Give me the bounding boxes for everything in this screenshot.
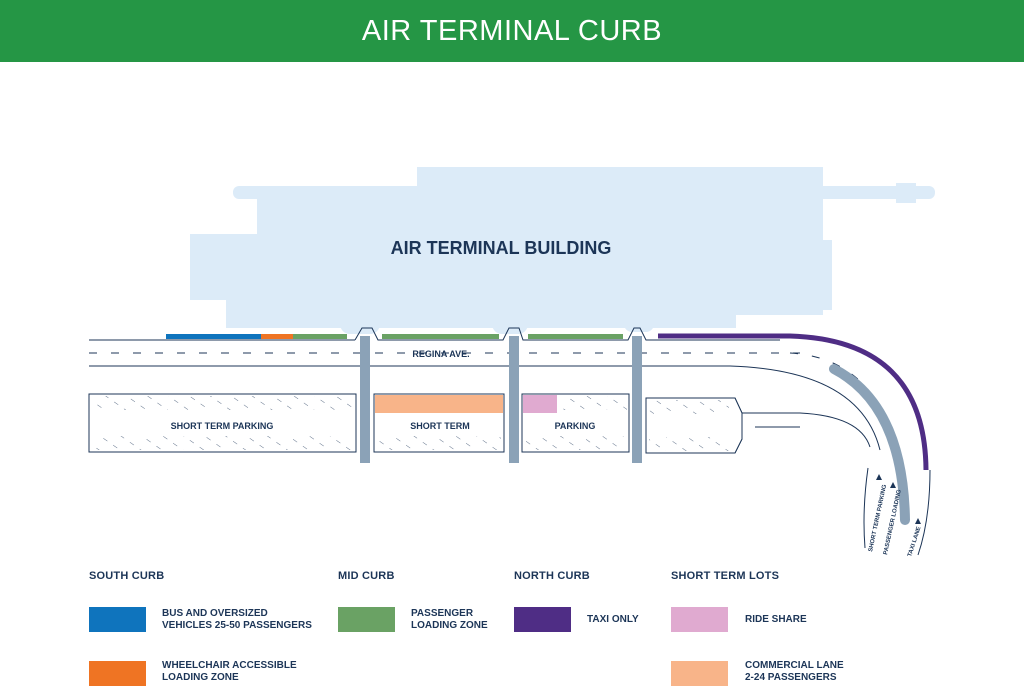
ramp-label-passenger-loading: PASSENGER LOADING <box>883 489 903 556</box>
lot-short-term-parking <box>88 393 357 453</box>
wheelchair-curb-zone <box>261 334 293 339</box>
swatch-commercial <box>671 661 728 686</box>
lot-north <box>645 397 743 454</box>
building-label: AIR TERMINAL BUILDING <box>391 238 612 258</box>
legend-item-taxi: TAXI ONLY <box>514 607 654 633</box>
passenger-curb-zone-1 <box>293 334 347 339</box>
walkway-1 <box>360 336 370 463</box>
swatch-passenger-loading <box>338 607 395 632</box>
passenger-curb-zone-3 <box>528 334 623 339</box>
swatch-bus <box>89 607 146 632</box>
legend-label-line: LOADING ZONE <box>162 672 239 683</box>
legend-item-ride-share: RIDE SHARE <box>671 607 851 633</box>
legend-item-bus: BUS AND OVERSIZED VEHICLES 25-50 PASSENG… <box>89 607 329 633</box>
walkway-ramp <box>829 364 910 525</box>
legend-label-line: 2-24 PASSENGERS <box>745 672 837 683</box>
ramp-arrow-icon <box>876 474 882 480</box>
ramp-arrow-icon <box>915 518 921 524</box>
legend-label-line: TAXI ONLY <box>587 614 639 625</box>
legend-label-line: COMMERCIAL LANE <box>745 660 844 671</box>
road-label: REGINA AVE. <box>412 349 469 359</box>
legend-heading: NORTH CURB <box>514 570 590 582</box>
legend-item-commercial: COMMERCIAL LANE 2-24 PASSENGERS <box>671 660 851 687</box>
ramp-arrow-icon <box>890 482 896 488</box>
legend-label-line: PASSENGER <box>411 608 474 619</box>
legend-item-wheelchair: WHEELCHAIR ACCESSIBLE LOADING ZONE <box>89 660 329 687</box>
bus-curb-zone <box>166 334 261 339</box>
swatch-taxi <box>514 607 571 632</box>
page-title: AIR TERMINAL CURB <box>361 14 663 47</box>
header-bar: AIR TERMINAL CURB <box>0 0 1024 62</box>
lot-parking <box>521 393 630 453</box>
legend-label-line: LOADING ZONE <box>411 620 488 631</box>
swatch-wheelchair <box>89 661 146 686</box>
lot-label-short-term-parking: SHORT TERM PARKING <box>171 421 274 431</box>
legend-heading: SOUTH CURB <box>89 570 165 582</box>
legend-label-line: VEHICLES 25-50 PASSENGERS <box>162 620 312 631</box>
swatch-ride-share <box>671 607 728 632</box>
lot-label-short-term: SHORT TERM <box>410 421 470 431</box>
legend-label-line: BUS AND OVERSIZED <box>162 608 268 619</box>
legend-heading: SHORT TERM LOTS <box>671 570 780 582</box>
lot-label-parking: PARKING <box>555 421 596 431</box>
taxi-curb-zone <box>658 333 929 471</box>
road-outlines <box>89 327 931 556</box>
ramp-label-taxi-lane: TAXI LANE <box>907 526 922 558</box>
legend-label-line: WHEELCHAIR ACCESSIBLE <box>162 660 297 671</box>
walkway-2 <box>509 336 519 463</box>
legend-label-line: RIDE SHARE <box>745 614 807 625</box>
ramp-arrows <box>876 474 921 524</box>
legend-heading: MID CURB <box>338 570 395 582</box>
lot-short-term <box>373 393 505 453</box>
legend-item-passenger-loading: PASSENGER LOADING ZONE <box>338 607 498 633</box>
walkway-3 <box>632 336 642 463</box>
terminal-building <box>190 167 935 334</box>
passenger-curb-zone-2 <box>382 334 499 339</box>
